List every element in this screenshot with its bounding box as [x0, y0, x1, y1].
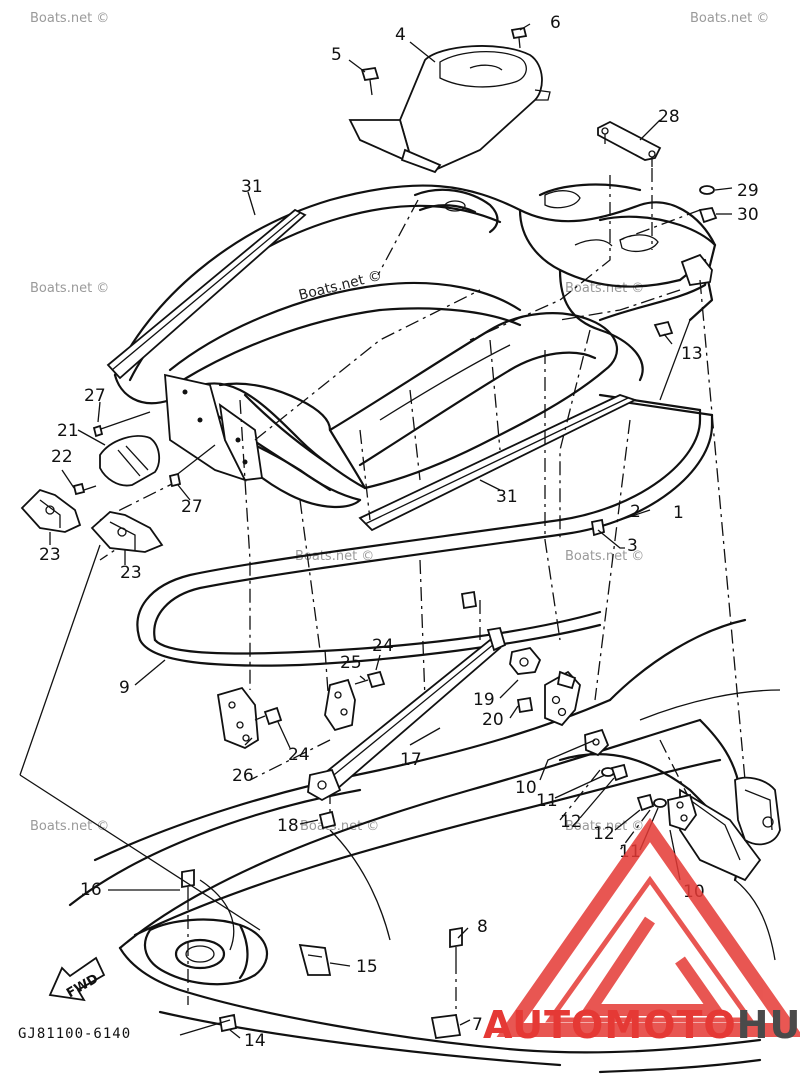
part-10-hinge-upper [544, 670, 610, 757]
watermark: Boats.net © [295, 549, 374, 564]
callout-7: 7 [472, 1015, 483, 1035]
callout-5: 5 [331, 45, 342, 65]
part-26-plate [216, 686, 259, 750]
callout-27: 27 [181, 497, 203, 517]
callout-13: 13 [681, 344, 703, 364]
part-28-bracket [597, 120, 662, 167]
callout-25: 25 [340, 653, 362, 673]
logo-triangle-icon [496, 817, 800, 1037]
part-17-stay-bar [307, 626, 507, 802]
callout-16: 16 [80, 880, 102, 900]
callout-31: 31 [241, 177, 263, 197]
brand-logo: AUTOMOTOHUB [483, 817, 800, 1047]
part-4-steering-cover [348, 45, 551, 174]
hull-body [68, 618, 781, 1074]
callout-6: 6 [550, 13, 561, 33]
watermark: Boats.net © [30, 281, 109, 296]
callout-4: 4 [395, 25, 406, 45]
callout-27: 27 [84, 386, 106, 406]
callout-20: 20 [482, 710, 504, 730]
callout-2: 2 [630, 502, 641, 522]
callout-12: 12 [593, 824, 615, 844]
bumper-rail [136, 393, 714, 667]
callout-26: 26 [232, 766, 254, 786]
callout-21: 21 [57, 421, 79, 441]
fasteners [72, 26, 718, 1039]
diagram-code: GJ81100-6140 [18, 1026, 131, 1042]
callout-9: 9 [119, 678, 130, 698]
part-19-clip [509, 647, 542, 675]
part-25-plate [324, 678, 356, 732]
callout-22: 22 [51, 447, 73, 467]
watermark: Boats.net © [300, 819, 379, 834]
callout-30: 30 [737, 205, 759, 225]
center-lines [99, 168, 746, 1020]
callout-11: 11 [536, 791, 558, 811]
callout-18: 18 [277, 816, 299, 836]
part-21-latch-hook [99, 435, 161, 487]
callout-29: 29 [737, 181, 759, 201]
callout-31: 31 [496, 487, 518, 507]
part-31-seal-right [358, 394, 638, 532]
callout-24: 24 [288, 745, 310, 765]
watermark: Boats.net © [565, 549, 644, 564]
callout-24: 24 [372, 636, 394, 656]
callout-12: 12 [560, 812, 582, 832]
callout-19: 19 [473, 690, 495, 710]
watermark: Boats.net © [690, 11, 769, 26]
watermark: Boats.net © [30, 819, 109, 834]
hood-nose [164, 373, 264, 482]
watermark: Boats.net © [30, 11, 109, 26]
callout-17: 17 [400, 750, 422, 770]
callout-28: 28 [658, 107, 680, 127]
part-31-seal-left [106, 208, 307, 380]
watermark: Boats.net © [565, 281, 644, 296]
part-23-catch-left [20, 488, 82, 533]
callout-8: 8 [477, 917, 488, 937]
callout-15: 15 [356, 957, 378, 977]
callout-10: 10 [515, 778, 537, 798]
fwd-arrow: FWD [48, 956, 106, 1001]
callout-numbers: 4 5 6 28 31 29 30 13 27 21 22 23 23 27 3… [39, 13, 759, 1051]
callout-1: 1 [673, 503, 684, 523]
logo-text: AUTOMOTOHUB [483, 1003, 800, 1047]
part-23-catch-right [90, 511, 164, 553]
part-10-hinge-lower [667, 793, 697, 832]
callout-23: 23 [120, 563, 142, 583]
callout-14: 14 [244, 1031, 266, 1051]
callout-23: 23 [39, 545, 61, 565]
callout-3: 3 [627, 536, 638, 556]
